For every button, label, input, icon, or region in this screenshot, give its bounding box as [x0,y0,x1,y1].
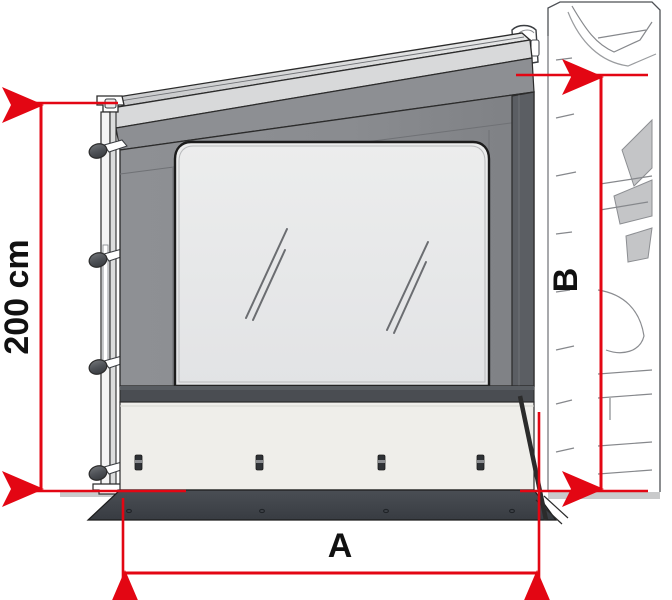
dimension-label-200cm: 200 cm [0,239,36,354]
glass-reflection-lines [245,228,429,334]
ground-skirt [86,395,569,525]
ground-line [60,492,660,499]
panel-right-edge-strip [511,91,535,387]
dimension-label-a: A [328,527,353,565]
lower-panel-section [119,401,535,491]
dimension-width-bottom: A [107,412,555,600]
dimension-height-left: 200 cm [0,87,186,507]
dimension-height-right: B [516,59,648,507]
fastener-clip [377,454,386,471]
fastener-clip-group [134,454,485,471]
fastener-clip [476,454,485,471]
fastener-clip [255,454,264,471]
panel-divider-band [119,385,535,403]
fastener-clip [134,454,143,471]
left-vertical-rail [92,95,125,495]
dimension-label-b: B [547,268,585,293]
tension-knob [88,139,128,159]
panel-window [173,140,491,388]
